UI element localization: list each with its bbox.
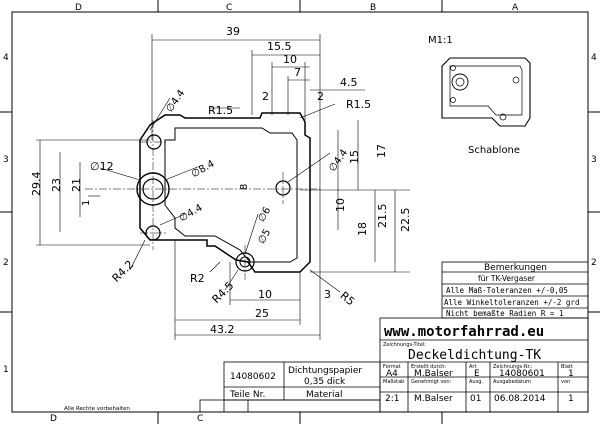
issue-date-label: Ausgabedatum bbox=[493, 379, 531, 385]
remarks-line-4: Nicht bemaßte Radien R = 1 bbox=[446, 309, 563, 318]
dim-10-right: 10 bbox=[334, 198, 347, 212]
format-label: Format bbox=[383, 364, 401, 370]
remarks-title: Bemerkungen bbox=[484, 263, 547, 273]
dim-dia4-4-mid: ∅4.4 bbox=[178, 202, 205, 224]
leader-lines bbox=[99, 97, 341, 293]
gasket-outline bbox=[139, 112, 311, 273]
dimension-lines bbox=[36, 34, 410, 340]
drawing-no-label: Zeichnungs-Nr.: bbox=[493, 364, 533, 370]
remarks-line-1: für TK-Vergaser bbox=[478, 274, 536, 283]
template-label: Schablone bbox=[468, 145, 520, 156]
dim-8: 8 bbox=[239, 184, 250, 190]
dim-dia12: ∅12 bbox=[90, 160, 114, 173]
dim-dia6: ∅6 bbox=[256, 205, 273, 224]
issue-value: 01 bbox=[470, 394, 481, 404]
row-label-4-right: 4 bbox=[591, 53, 597, 63]
sheet-value: 1 bbox=[568, 369, 574, 379]
row-label-3-right: 3 bbox=[591, 155, 597, 165]
dim-21: 21 bbox=[70, 178, 83, 192]
col-label-d-top: D bbox=[75, 3, 82, 13]
dim-r1-5-left: R1.5 bbox=[208, 104, 233, 117]
sheet-label: Blatt bbox=[561, 364, 573, 370]
row-label-2-right: 2 bbox=[591, 258, 597, 268]
material-line-2: 0,35 dick bbox=[304, 377, 346, 387]
col-label-b-top: B bbox=[370, 3, 376, 13]
website-text: www.motorfahrrad.eu bbox=[384, 324, 544, 340]
col-label-c-bottom: C bbox=[197, 414, 203, 424]
dim-dia4-4-right: ∅4.4 bbox=[327, 148, 350, 174]
approved-label: Genehmigt von: bbox=[411, 379, 452, 385]
row-label-3-left: 3 bbox=[3, 155, 9, 165]
row-label-4-left: 4 bbox=[3, 53, 9, 63]
dim-17: 17 bbox=[375, 144, 388, 158]
dim-r4-5: R4.5 bbox=[210, 279, 237, 306]
issue-label: Ausg. bbox=[469, 379, 483, 385]
dim-15: 15 bbox=[348, 150, 361, 164]
row-label-1-left: 1 bbox=[3, 365, 9, 375]
drawing-no: 14080601 bbox=[499, 369, 545, 379]
center-lines bbox=[85, 120, 320, 280]
created-by-label: Erstellt durch: bbox=[411, 364, 446, 370]
dim-15-5: 15.5 bbox=[267, 40, 292, 53]
dim-43-2: 43.2 bbox=[210, 323, 235, 336]
dim-dia5: ∅5 bbox=[256, 227, 273, 246]
row-label-2-left: 2 bbox=[3, 258, 9, 268]
hole-right bbox=[275, 180, 291, 196]
scale-label: M1:1 bbox=[428, 35, 453, 46]
parts-header: Teile Nr. bbox=[229, 390, 265, 400]
dim-1: 1 bbox=[81, 200, 92, 206]
art-label: Art bbox=[469, 364, 476, 370]
dim-10-bottom: 10 bbox=[258, 288, 272, 301]
material-header: Material bbox=[306, 390, 343, 400]
title-block-grid bbox=[199, 317, 589, 413]
dim-7: 7 bbox=[294, 66, 301, 79]
dim-2-left: 2 bbox=[262, 90, 269, 103]
remarks-box bbox=[441, 261, 589, 319]
material-line-1: Dichtungspapier bbox=[288, 366, 362, 376]
template-preview bbox=[441, 57, 531, 127]
dim-18: 18 bbox=[356, 222, 369, 236]
dim-3: 3 bbox=[324, 288, 331, 301]
scale-value: 2:1 bbox=[385, 394, 399, 404]
dim-10-top: 10 bbox=[283, 53, 297, 66]
col-label-d-bottom: D bbox=[50, 414, 57, 424]
col-label-c-top: C bbox=[226, 3, 232, 13]
dim-22-5: 22.5 bbox=[399, 208, 412, 233]
drawing-title-label: Zeichnungs-Titel: bbox=[383, 342, 426, 348]
dim-29-4: 29.4 bbox=[30, 172, 43, 197]
dim-dia8-4: ∅8.4 bbox=[190, 158, 217, 180]
of-value: 1 bbox=[568, 394, 574, 404]
drawing-title: Deckeldichtung-TK bbox=[408, 348, 541, 363]
copyright-text: Alle Rechte vorbehalten bbox=[64, 406, 130, 412]
issue-date: 06.08.2014 bbox=[494, 394, 546, 404]
dim-r5: R5 bbox=[338, 289, 358, 308]
dim-r1-5-right: R1.5 bbox=[346, 98, 371, 111]
art-value: E bbox=[474, 369, 480, 379]
scale-field-label: Maßstab bbox=[383, 379, 404, 385]
dim-r4-2: R4.2 bbox=[110, 258, 137, 285]
dim-r2: R2 bbox=[190, 272, 205, 285]
dim-25: 25 bbox=[255, 307, 269, 320]
approved-by: M.Balser bbox=[414, 394, 453, 404]
format-value: A4 bbox=[386, 369, 398, 379]
dim-23: 23 bbox=[50, 178, 63, 192]
dim-21-5: 21.5 bbox=[376, 204, 389, 229]
col-label-a-top: A bbox=[512, 3, 519, 13]
created-by: M.Balser bbox=[414, 369, 453, 379]
dim-39: 39 bbox=[226, 25, 240, 38]
dim-4-5: 4.5 bbox=[340, 76, 358, 89]
part-number: 14080602 bbox=[230, 372, 276, 382]
remarks-line-3: Alle Winkeltoleranzen +/-2 grd bbox=[444, 298, 579, 307]
dim-2-right: 2 bbox=[317, 90, 324, 103]
gasket-inner-cutout bbox=[164, 127, 298, 263]
remarks-line-2: Alle Maß-Toleranzen +/-0,05 bbox=[446, 286, 568, 295]
of-label: von bbox=[561, 379, 570, 385]
